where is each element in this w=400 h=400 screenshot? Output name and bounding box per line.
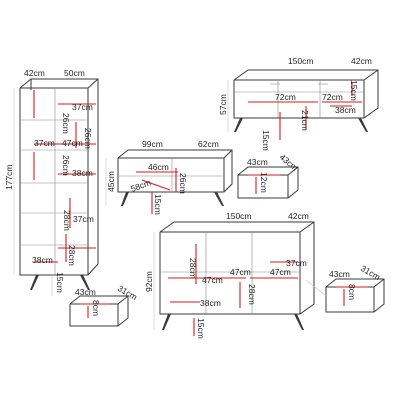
tv-stand-width-label: 150cm	[288, 56, 314, 66]
sideboard-d2-label: 38cm	[200, 298, 221, 308]
tv-stand-w2-label: 72cm	[322, 92, 343, 102]
coffee-table-h1-label: 26cm	[178, 173, 188, 194]
sideboard-w1-label: 47cm	[202, 275, 223, 285]
tall-cabinet-d2-label: 26cm	[83, 128, 93, 149]
coffee-table-height-label: 45cm	[106, 171, 116, 192]
coffee-table-width-label: 99cm	[142, 139, 163, 149]
tall-cabinet-w3-label: 38cm	[72, 168, 93, 178]
sideboard-w2-label: 47cm	[230, 267, 251, 277]
tv-stand-w1-label: 72cm	[275, 92, 296, 102]
tv-stand-h1-label: 15cm	[349, 80, 359, 101]
tall-cabinet-h2-label: 26cm	[61, 155, 71, 176]
coffee-table-w1-label: 46cm	[148, 162, 169, 172]
tv-stand: 150cm 42cm 57cm 72cm 72cm 15cm 21cm 38cm…	[218, 56, 379, 151]
coffee-table-depth-label: 62cm	[198, 139, 219, 149]
sideboard-depth-label: 42cm	[288, 211, 309, 221]
tv-stand-height-label: 57cm	[218, 94, 228, 115]
tall-drawer: 43cm 31cm 8cm	[69, 283, 139, 327]
tall-drawer-height-label: 8cm	[91, 300, 101, 316]
sideboard-w3-label: 47cm	[270, 267, 291, 277]
coffee-table-w2-label: 58cm	[129, 177, 152, 194]
coffee-drawer-height-label: 12cm	[259, 172, 269, 193]
coffee-table-leg-label: 15cm	[153, 194, 163, 215]
sideboard-drawer: 43cm 31cm 8cm	[305, 263, 385, 313]
sideboard-height-label: 92cm	[144, 271, 154, 292]
sideboard: 150cm 42cm 92cm 28cm 47cm 47cm 47cm 37cm…	[144, 211, 315, 339]
tall-cabinet-h4-label: 28cm	[67, 245, 77, 266]
tv-stand-leg-label: 15cm	[261, 130, 271, 151]
tall-cabinet-leg-label: 15cm	[55, 272, 65, 293]
sideboard-leg-label: 15cm	[196, 318, 206, 339]
sideboard-drawer-height-label: 8cm	[347, 284, 357, 300]
tv-stand-depth-label: 42cm	[351, 56, 372, 66]
coffee-drawer: 43cm 43cm 12cm	[237, 152, 300, 199]
tv-stand-d1-label: 38cm	[335, 105, 356, 115]
tall-cabinet-h1-label: 47cm	[62, 138, 83, 148]
tv-stand-h2-label: 21cm	[300, 110, 310, 131]
tall-cabinet-height-label: 177cm	[4, 164, 14, 190]
tall-cabinet-h3-label: 28cm	[62, 210, 72, 231]
coffee-drawer-width-label: 43cm	[247, 157, 268, 167]
tall-drawer-width-label: 43cm	[75, 287, 96, 297]
coffee-drawer-depth-label: 43cm	[278, 152, 300, 173]
sideboard-h1-label: 28cm	[188, 258, 198, 279]
coffee-table: 99cm 62cm 45cm 46cm 58cm 26cm 15cm	[105, 139, 233, 215]
tall-cabinet: 42cm 50cm 177cm 26cm 37cm 26cm 37cm 47cm…	[4, 68, 99, 296]
tall-cabinet-w1-label: 37cm	[72, 102, 93, 112]
tall-cabinet-w5-label: 38cm	[32, 255, 53, 265]
tall-cabinet-w2-label: 37cm	[34, 138, 55, 148]
tall-cabinet-depth-label: 42cm	[24, 68, 45, 78]
tall-cabinet-w4-label: 37cm	[73, 214, 94, 224]
sideboard-h2-label: 28cm	[247, 284, 257, 305]
sideboard-d1-label: 37cm	[286, 258, 307, 268]
sideboard-drawer-width-label: 43cm	[329, 269, 350, 279]
tall-cabinet-d1-label: 26cm	[61, 113, 71, 134]
tall-cabinet-width-label: 50cm	[64, 68, 85, 78]
sideboard-width-label: 150cm	[226, 211, 252, 221]
